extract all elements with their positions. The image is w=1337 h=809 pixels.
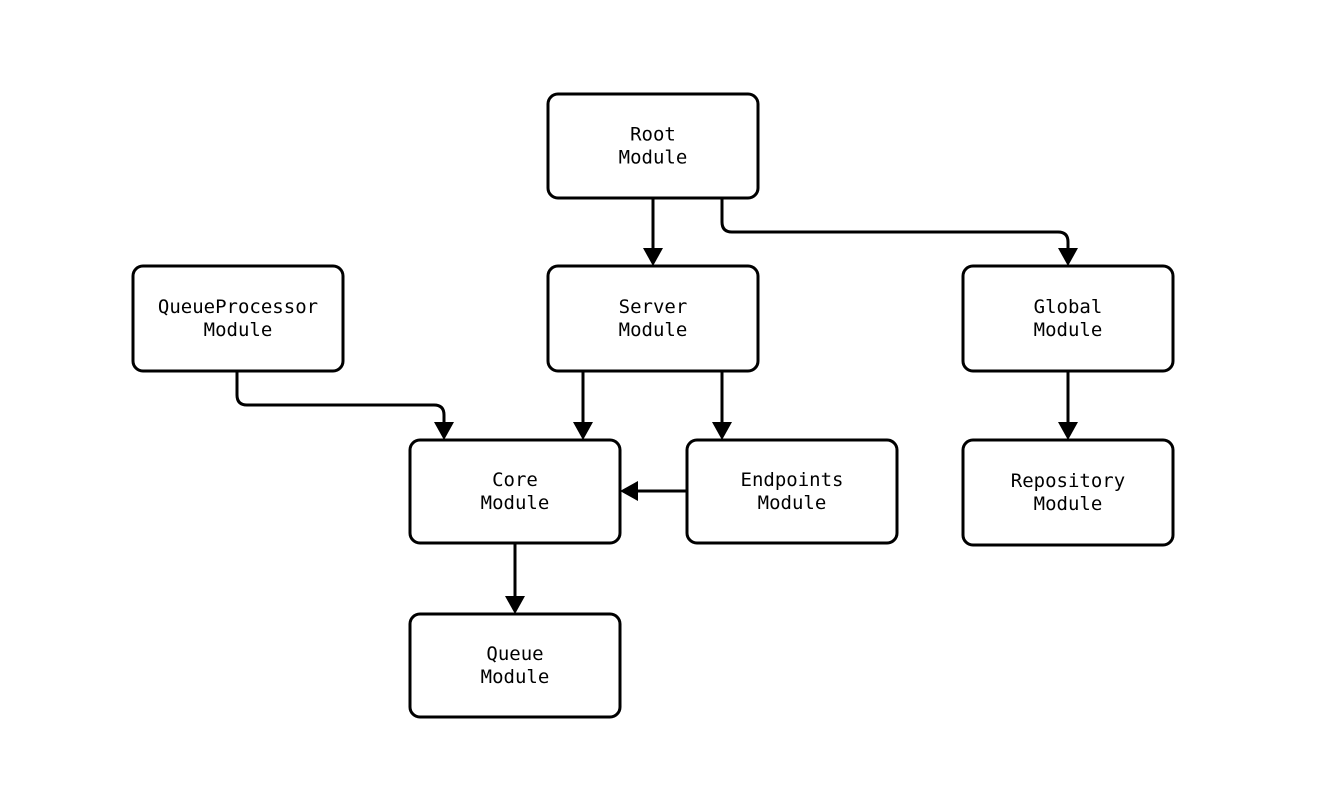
edge-line <box>235 371 446 426</box>
node-box[interactable] <box>131 264 345 373</box>
node-label-line1: Root <box>630 124 676 146</box>
node-box[interactable] <box>961 264 1175 373</box>
edge-global-to-repository <box>1058 371 1078 440</box>
arrowhead-icon <box>1058 422 1078 440</box>
nodes-layer: RootModuleQueueProcessorModuleServerModu… <box>131 92 1175 719</box>
arrowhead-icon <box>1058 248 1078 266</box>
node-label-line2: Module <box>1034 493 1103 515</box>
arrowhead-icon <box>643 248 663 266</box>
node-label-line1: QueueProcessor <box>158 296 318 318</box>
arrowhead-icon <box>434 422 454 440</box>
edge-root-to-server <box>643 198 663 266</box>
edge-endpoints-to-core <box>620 481 687 501</box>
node-label-line1: Endpoints <box>741 469 844 491</box>
edge-server-to-endpoints <box>712 371 732 440</box>
node-label-line2: Module <box>481 666 550 688</box>
node-label-line2: Module <box>619 147 688 169</box>
node-label-line2: Module <box>481 492 550 514</box>
arrowhead-icon <box>712 422 732 440</box>
node-box[interactable] <box>685 438 899 545</box>
node-label-line1: Core <box>492 469 538 491</box>
arrowhead-icon <box>505 596 525 614</box>
node-box[interactable] <box>408 612 622 719</box>
node-label-line1: Queue <box>486 643 543 665</box>
node-label-line1: Repository <box>1011 470 1125 492</box>
node-label-line2: Module <box>758 492 827 514</box>
node-label-line2: Module <box>1034 319 1103 341</box>
arrowhead-icon <box>620 481 638 501</box>
edge-queueprocessor-to-core <box>235 371 454 440</box>
edge-line <box>720 198 1070 252</box>
edge-core-to-queue <box>505 543 525 614</box>
node-label-line1: Global <box>1034 296 1103 318</box>
node-box[interactable] <box>408 438 622 545</box>
edge-root-to-global <box>720 198 1078 266</box>
node-label-line1: Server <box>619 296 688 318</box>
node-box[interactable] <box>546 264 760 373</box>
arrowhead-icon <box>573 422 593 440</box>
node-label-line2: Module <box>204 319 273 341</box>
node-box[interactable] <box>961 438 1175 547</box>
node-box[interactable] <box>546 92 760 200</box>
edge-server-to-core <box>573 371 593 440</box>
node-label-line2: Module <box>619 319 688 341</box>
edges-layer <box>235 198 1078 614</box>
